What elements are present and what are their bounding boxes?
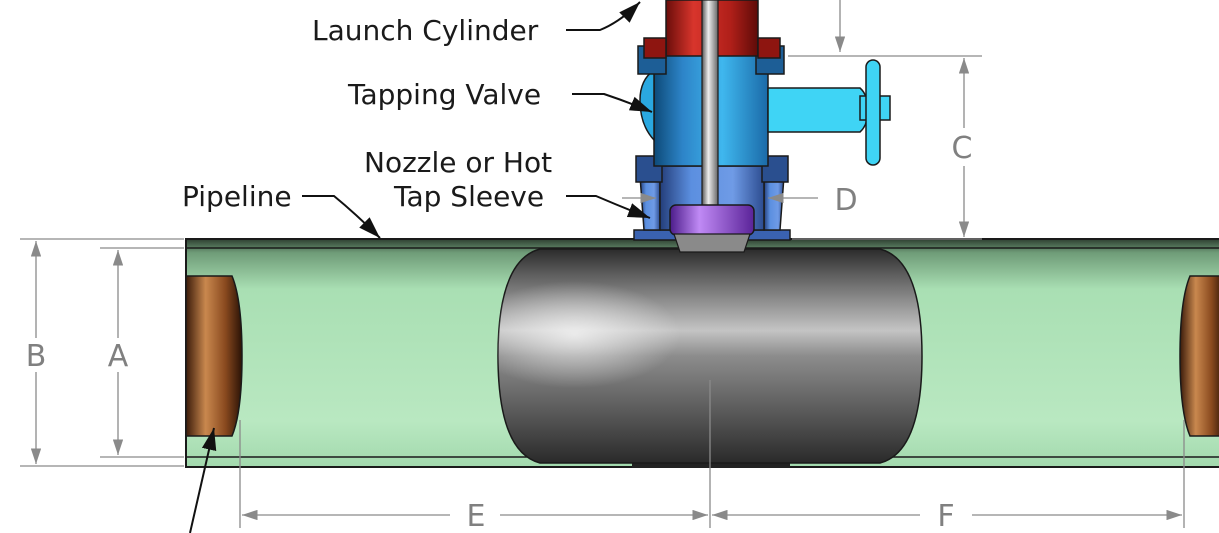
right-end-cap [1179,275,1219,437]
launch-cylinder-leader [566,1,641,31]
end-cap-leader [189,427,217,533]
nozzle-label-line2: Tap Sleeve [393,180,544,213]
dimension-b-label: B [26,339,47,374]
launch-cylinder-label: Launch Cylinder [312,14,539,47]
dimension-c [788,0,982,240]
nozzle-label-line1: Nozzle or Hot [364,146,552,179]
left-end-cap [185,275,243,437]
dimension-d-label: D [834,183,857,218]
dimension-f [712,420,1185,528]
pipeline-leader [302,195,381,239]
tapping-valve [637,45,891,167]
inspection-tank [497,248,923,464]
dimension-e [239,380,711,528]
tap-plug [669,204,755,253]
tapping-valve-leader [572,93,653,113]
tapping-valve-label: Tapping Valve [347,78,541,111]
dimension-f-label: F [937,499,954,533]
dimension-a [100,247,184,458]
dimension-a-label: A [108,339,129,374]
dimension-c-label: C [952,131,973,166]
nozzle-leader [566,195,651,219]
pipeline-label: Pipeline [182,180,292,213]
dimension-b [20,238,184,467]
launch-rod [701,0,719,209]
dimension-e-label: E [467,499,486,533]
